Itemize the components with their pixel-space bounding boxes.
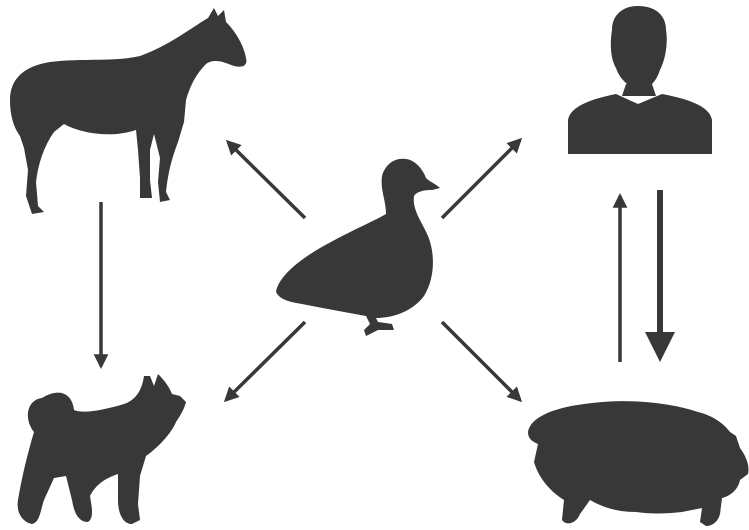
human-bust-icon [568,6,712,154]
pig-icon [528,401,749,526]
arrow-duck-to-dog [226,322,305,400]
dog-icon [18,374,186,524]
arrow-duck-to-human [442,140,520,218]
arrow-duck-to-horse [228,142,305,218]
arrow-duck-to-pig [442,322,520,400]
duck-icon [276,159,440,336]
horse-icon [10,8,246,214]
